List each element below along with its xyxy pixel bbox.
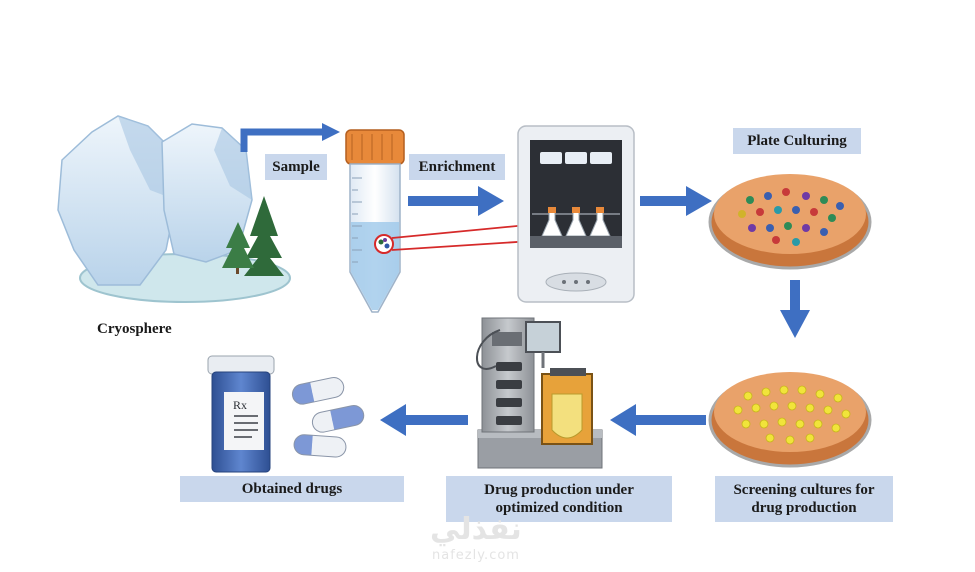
pine-trees — [222, 196, 284, 276]
arrow-glacier-to-tube — [240, 128, 324, 152]
label-drug-production-line1: Drug production under — [484, 482, 634, 498]
arrow-tube-to-incubator — [408, 196, 480, 206]
arrow-plate-to-screening — [790, 280, 800, 312]
watermark-latin: nafezly.com — [432, 548, 520, 563]
bioreactor-vessel — [551, 393, 583, 439]
drug-bottle — [207, 355, 275, 473]
watermark-arabic: نفذلي — [430, 512, 522, 547]
label-sample-text: Sample — [272, 159, 320, 175]
label-cryosphere: Cryosphere — [97, 321, 172, 338]
arrow-tube-to-incubator-head — [478, 186, 504, 216]
capsules — [291, 377, 365, 458]
capsule-2 — [311, 405, 365, 433]
arrow-bioreactor-to-drugs — [404, 415, 468, 425]
label-plate-culturing: Plate Culturing — [733, 128, 861, 154]
arrow-screening-to-bioreactor — [634, 415, 706, 425]
screening-colonies — [733, 385, 851, 445]
label-cryosphere-text: Cryosphere — [97, 321, 172, 337]
bioreactor-screen — [525, 321, 561, 353]
culture-plate — [708, 174, 872, 270]
plate-colonies — [738, 188, 844, 246]
bottle-rx-symbol: Rx — [233, 398, 247, 412]
bottle-cap — [207, 355, 275, 375]
arrow-glacier-to-tube-head — [322, 123, 340, 141]
label-obtained-drugs: Obtained drugs — [180, 476, 404, 502]
label-sample: Sample — [265, 154, 327, 180]
sample-highlight-circle — [374, 234, 394, 254]
label-enrichment: Enrichment — [409, 154, 505, 180]
label-enrichment-text: Enrichment — [418, 159, 496, 175]
arrow-plate-to-screening-head — [780, 310, 810, 338]
tube-cap — [345, 129, 405, 165]
label-drug-production: Drug production under optimized conditio… — [446, 476, 672, 522]
label-obtained-drugs-text: Obtained drugs — [241, 481, 343, 497]
incubator — [517, 125, 635, 303]
incubator-flasks — [541, 207, 611, 237]
arrow-bioreactor-to-drugs-head — [380, 404, 406, 436]
bioreactor-pumps — [496, 362, 522, 425]
bottle-label — [224, 392, 264, 450]
flow-arrows — [240, 123, 810, 436]
falcon-tube — [345, 129, 405, 313]
label-screening: Screening cultures for drug production — [715, 476, 893, 522]
cryosphere-illustration — [57, 115, 291, 303]
capsule-1 — [291, 377, 345, 405]
label-screening-line2: drug production — [751, 500, 857, 516]
screening-plate — [708, 372, 872, 468]
label-plate-culturing-text: Plate Culturing — [747, 133, 847, 149]
arrow-incubator-to-plate — [640, 196, 688, 206]
arrow-incubator-to-plate-head — [686, 186, 712, 216]
glacier-right-shade — [214, 128, 252, 200]
label-screening-line1: Screening cultures for — [733, 482, 875, 498]
tube-liquid — [351, 222, 399, 310]
glacier-left-shade — [118, 116, 176, 200]
arrow-screening-to-bioreactor-head — [610, 404, 636, 436]
bioreactor — [476, 317, 603, 469]
label-drug-production-line2: optimized condition — [495, 500, 623, 516]
capsule-3 — [293, 434, 347, 458]
